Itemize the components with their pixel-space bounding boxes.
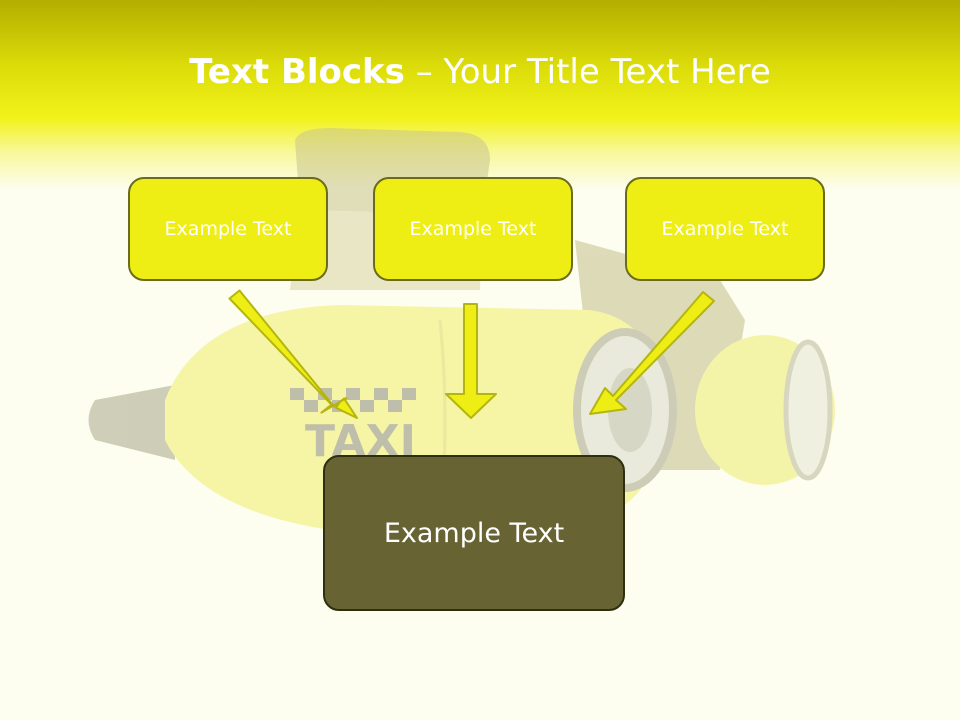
text-block-3[interactable]: Example Text — [625, 177, 825, 281]
arrow-center — [445, 303, 497, 419]
text-block-2-label: Example Text — [409, 218, 537, 240]
arrow-left — [228, 289, 358, 419]
text-block-1[interactable]: Example Text — [128, 177, 328, 281]
arrow-right — [589, 291, 715, 415]
main-text-block-label: Example Text — [383, 517, 565, 549]
text-block-2[interactable]: Example Text — [373, 177, 573, 281]
right-engine-ring — [783, 339, 833, 481]
checker-pattern — [290, 388, 416, 412]
title-rest-part: – Your Title Text Here — [404, 52, 771, 92]
text-block-1-label: Example Text — [164, 218, 292, 240]
text-block-3-label: Example Text — [661, 218, 789, 240]
main-text-block[interactable]: Example Text — [323, 455, 625, 611]
title-bold-part: Text Blocks — [189, 52, 405, 92]
nose-cone-shape — [88, 385, 175, 460]
slide-title: Text Blocks – Your Title Text Here — [0, 52, 960, 92]
